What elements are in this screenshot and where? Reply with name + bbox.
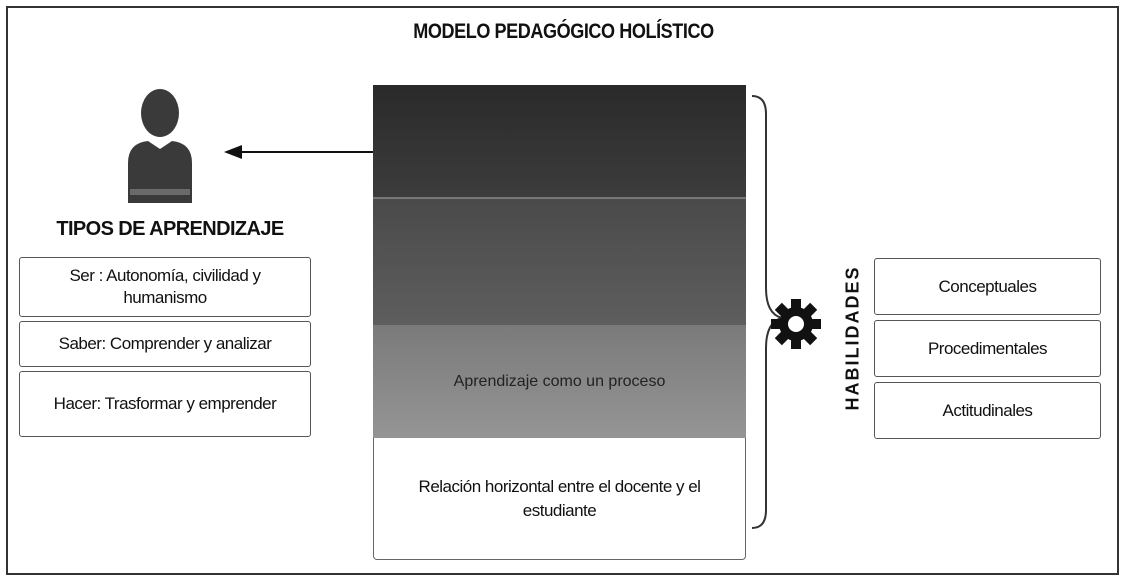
center-layer-2 xyxy=(373,197,746,325)
tipos-heading: TIPOS DE APRENDIZAJE xyxy=(56,218,284,240)
center-layer-1 xyxy=(373,85,746,197)
habilidad-procedimentales: Procedimentales xyxy=(874,320,1101,377)
tipos-item-hacer: Hacer: Trasformar y emprender xyxy=(19,371,311,437)
center-layer-4: Relación horizontal entre el docente y e… xyxy=(373,438,746,560)
center-layer-3-text: Aprendizaje como un proceso xyxy=(453,372,666,390)
gear-icon xyxy=(771,299,821,349)
diagram-title: MODELO PEDAGÓGICO HOLÍSTICO xyxy=(413,20,714,43)
tipos-item-saber: Saber: Comprender y analizar xyxy=(19,321,311,367)
arrow-left-icon xyxy=(224,145,380,159)
habilidad-conceptuales: Conceptuales xyxy=(874,258,1101,315)
center-layer-3: Aprendizaje como un proceso xyxy=(373,325,746,438)
habilidad-actitudinales: Actitudinales xyxy=(874,382,1101,439)
person-icon xyxy=(128,89,192,203)
center-layer-4-text: Relación horizontal entre el docente y e… xyxy=(418,476,701,520)
center-stack: Aprendizaje como un proceso Relación hor… xyxy=(373,85,746,560)
habilidades-list: Conceptuales Procedimentales Actitudinal… xyxy=(874,258,1101,444)
tipos-item-ser: Ser : Autonomía, civilidad y humanismo xyxy=(19,257,311,317)
tipos-list: Ser : Autonomía, civilidad y humanismo S… xyxy=(19,257,311,441)
habilidades-label-text: HABILIDADES xyxy=(842,265,863,411)
